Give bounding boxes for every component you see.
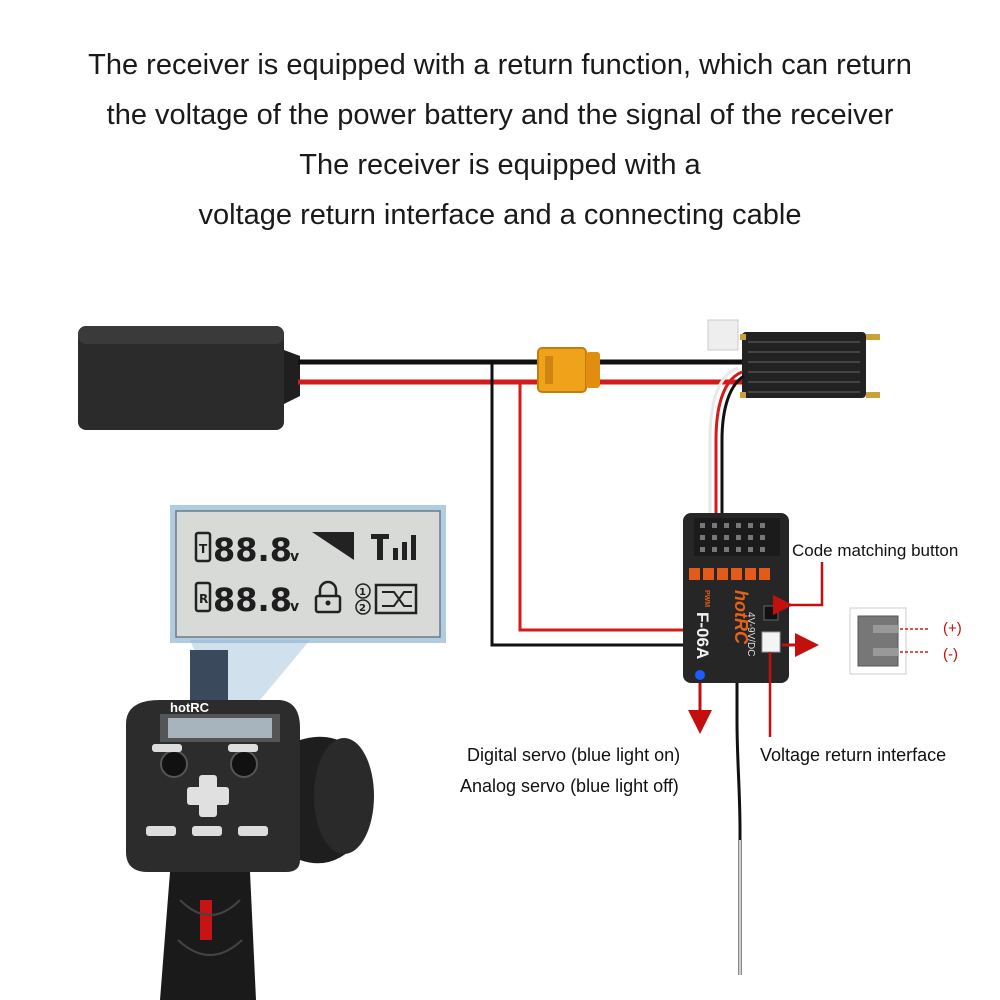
channel-1-label: 1 [359,587,366,598]
receiver-module: PWM hotRC F-06A 4V-9V/DC [683,513,789,683]
tx-indicator: T [199,542,208,556]
lock-icon [314,580,342,614]
channel-1-icon [355,583,371,599]
code-matching-button [763,605,779,621]
tx-voltage: 88.8 [213,531,292,569]
code-matching-pointer [773,562,824,615]
minus-terminal-label: (-) [943,646,958,663]
rx-voltage: 88.8 [213,581,292,619]
channel-2-label: 2 [359,603,366,614]
channel-2-icon [355,599,371,615]
caption-line-3: The receiver is equipped with a [299,149,701,181]
transmitter-brand: hotRC [170,700,210,715]
servo-mode-led [695,670,705,680]
receiver-antenna [735,683,742,975]
caption-line-4: voltage return interface and a connectin… [198,199,802,231]
voltage-return-port [761,631,781,653]
channel-swap-icon [374,583,418,615]
rx-indicator: R [199,592,208,606]
battery-wires [298,359,750,385]
code-matching-label: Code matching button [792,541,958,560]
rx-voltage-unit: v [290,599,299,615]
lcd-callout [170,505,446,700]
caption-line-1: The receiver is equipped with a return f… [88,49,912,81]
tx-battery-icon [194,531,212,563]
plus-terminal-label: (+) [943,620,962,637]
receiver-power-spec: 4V-9V/DC [745,612,756,656]
esc-signal-cable [708,366,745,524]
receiver-pwm-label: PWM [703,590,710,607]
jst-connector [849,607,930,675]
receiver-brand: hotRC [731,590,751,645]
voltage-return-label: Voltage return interface [760,745,946,765]
battery-pack [78,326,300,430]
antenna-signal-icon [371,534,416,560]
xt60-connector [537,347,600,393]
esc-module [707,319,880,398]
analog-servo-label: Analog servo (blue light off) [460,776,679,796]
lcd-display: T 88.8 v R 88.8 v 1 2 [194,531,418,619]
caption-line-2: the voltage of the power battery and the… [106,99,894,131]
transmitter: hotRC [126,650,374,1000]
receiver-model: F-06A [693,612,712,659]
rx-battery-icon [194,581,212,613]
digital-servo-label: Digital servo (blue light on) [467,745,680,765]
tx-voltage-unit: v [290,549,299,565]
